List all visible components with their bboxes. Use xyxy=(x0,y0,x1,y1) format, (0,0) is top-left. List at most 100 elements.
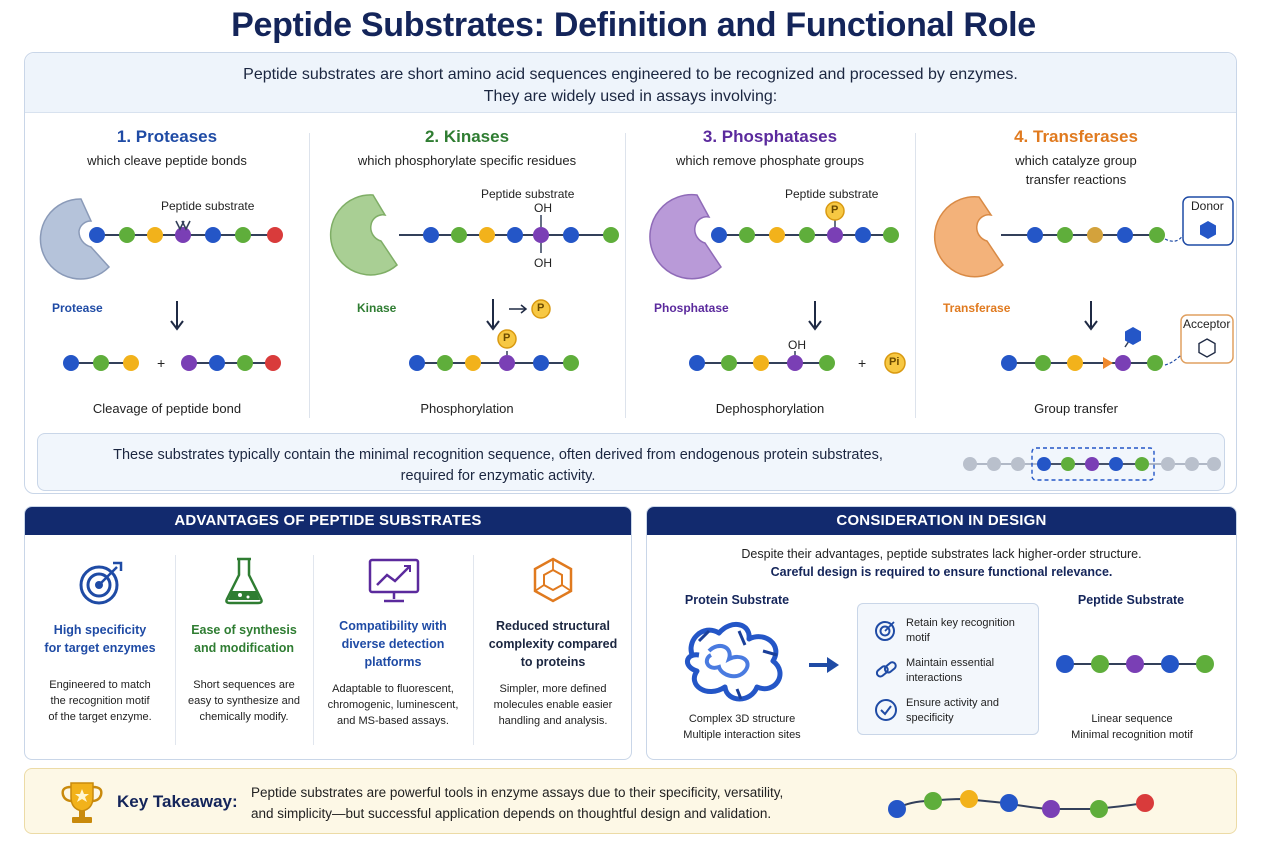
bead xyxy=(1161,655,1179,673)
phosphate-icon xyxy=(884,352,906,374)
column-divider xyxy=(625,133,626,418)
recognition-sequence-note: These substrates typically contain the m… xyxy=(37,433,1225,491)
column-divider xyxy=(309,133,310,418)
advantage-synthesis: Ease of synthesis and modification Short… xyxy=(175,547,313,747)
advantage-title: Ease of synthesis and modification xyxy=(191,623,297,655)
plus-sign: + xyxy=(858,355,867,371)
bead xyxy=(93,355,109,371)
protease-result: Cleavage of peptide bond xyxy=(92,401,242,416)
protease-column: 1. Proteases which cleave peptide bonds … xyxy=(25,115,309,416)
bead xyxy=(181,355,197,371)
consideration-header: CONSIDERATION IN DESIGN xyxy=(647,507,1236,535)
minimal-sequence-diagram xyxy=(963,447,1221,481)
arrow-down-icon xyxy=(808,320,822,331)
bead xyxy=(1135,457,1149,471)
advantage-title: High specificity for target enzymes xyxy=(44,623,156,655)
arrow-right-icon xyxy=(809,657,839,673)
phosphatase-column: 3. Phosphatases which remove phosphate g… xyxy=(625,115,915,416)
bead xyxy=(465,355,481,371)
bead xyxy=(235,227,251,243)
bead xyxy=(827,227,843,243)
phosphatase-enzyme-icon xyxy=(649,193,722,280)
bead xyxy=(205,227,221,243)
protease-heading: 1. Proteases xyxy=(116,127,218,146)
page-title: Peptide Substrates: Definition and Funct… xyxy=(231,6,1036,44)
bead xyxy=(533,355,549,371)
bead xyxy=(123,355,139,371)
advantage-body: Short sequences are easy to synthesize a… xyxy=(188,679,300,723)
protein-caption: Complex 3D structure Multiple interactio… xyxy=(683,713,801,741)
oh-label: OH xyxy=(534,201,552,215)
column-divider xyxy=(175,555,176,745)
phosphate-icon xyxy=(531,299,551,319)
substrate-label: Peptide substrate xyxy=(785,187,879,201)
plus-sign: + xyxy=(157,355,166,371)
column-divider xyxy=(473,555,474,745)
peptide-chain-diagram xyxy=(888,790,1154,818)
bead xyxy=(499,355,515,371)
oh-label: OH xyxy=(534,256,552,270)
bead xyxy=(753,355,769,371)
bead xyxy=(1011,457,1025,471)
bead xyxy=(603,227,619,243)
bead xyxy=(1126,655,1144,673)
bead xyxy=(963,457,977,471)
transferase-enzyme-icon xyxy=(933,196,1004,278)
consideration-intro-1: Despite their advantages, peptide substr… xyxy=(741,547,1142,561)
substrate-label: Peptide substrate xyxy=(161,199,255,213)
bead xyxy=(924,792,942,810)
bead xyxy=(819,355,835,371)
note-line-1: These substrates typically contain the m… xyxy=(113,447,883,463)
bead xyxy=(711,227,727,243)
checklist-item: Retain key recognition motif xyxy=(906,617,1015,644)
phosphatase-diagram xyxy=(649,193,906,374)
bead xyxy=(769,227,785,243)
bead xyxy=(888,800,906,818)
enzyme-overview-panel: Peptide substrates are short amino acid … xyxy=(24,52,1237,494)
kinase-label: Kinase xyxy=(357,301,397,315)
bead xyxy=(1061,457,1075,471)
bead xyxy=(1149,227,1165,243)
bead xyxy=(119,227,135,243)
phosphatase-subtitle: which remove phosphate groups xyxy=(676,153,864,168)
arrow-down-icon xyxy=(1084,320,1098,331)
advantage-body: Adaptable to fluorescent, chromogenic, l… xyxy=(327,683,459,727)
bead xyxy=(1085,457,1099,471)
phosphate-icon xyxy=(825,201,845,221)
link-icon xyxy=(875,661,897,678)
bead xyxy=(533,227,549,243)
transferase-diagram xyxy=(933,196,1234,371)
takeaway-title: Key Takeaway: xyxy=(117,792,238,811)
protease-label: Protease xyxy=(52,301,103,315)
bead xyxy=(739,227,755,243)
bead xyxy=(1042,800,1060,818)
bead xyxy=(787,355,803,371)
transferase-label: Transferase xyxy=(943,301,1011,315)
consideration-intro-2: Careful design is required to ensure fun… xyxy=(770,565,1113,579)
phosphatase-label: Phosphatase xyxy=(654,301,729,315)
bead xyxy=(175,227,191,243)
molecule-icon xyxy=(533,557,573,603)
bead xyxy=(265,355,281,371)
bead xyxy=(1091,655,1109,673)
note-text: These substrates typically contain the m… xyxy=(38,445,958,487)
advantage-body: Simpler, more defined molecules enable e… xyxy=(493,683,613,727)
bead xyxy=(237,355,253,371)
bead xyxy=(1185,457,1199,471)
bead xyxy=(63,355,79,371)
bead xyxy=(563,227,579,243)
bead xyxy=(1000,794,1018,812)
advantage-compatibility: Compatibility with diverse detection pla… xyxy=(313,547,473,747)
takeaway-line-1: Peptide substrates are powerful tools in… xyxy=(251,785,784,800)
kinase-result: Phosphorylation xyxy=(420,401,514,416)
target-icon xyxy=(79,561,123,605)
bead xyxy=(1117,227,1133,243)
bead xyxy=(507,227,523,243)
recognition-box xyxy=(1031,447,1155,481)
arrow-down-icon xyxy=(486,320,500,331)
protein-structure-icon xyxy=(685,622,783,702)
linear-peptide-diagram xyxy=(1056,655,1214,673)
bead xyxy=(451,227,467,243)
flask-icon xyxy=(225,557,263,605)
column-divider xyxy=(313,555,314,745)
